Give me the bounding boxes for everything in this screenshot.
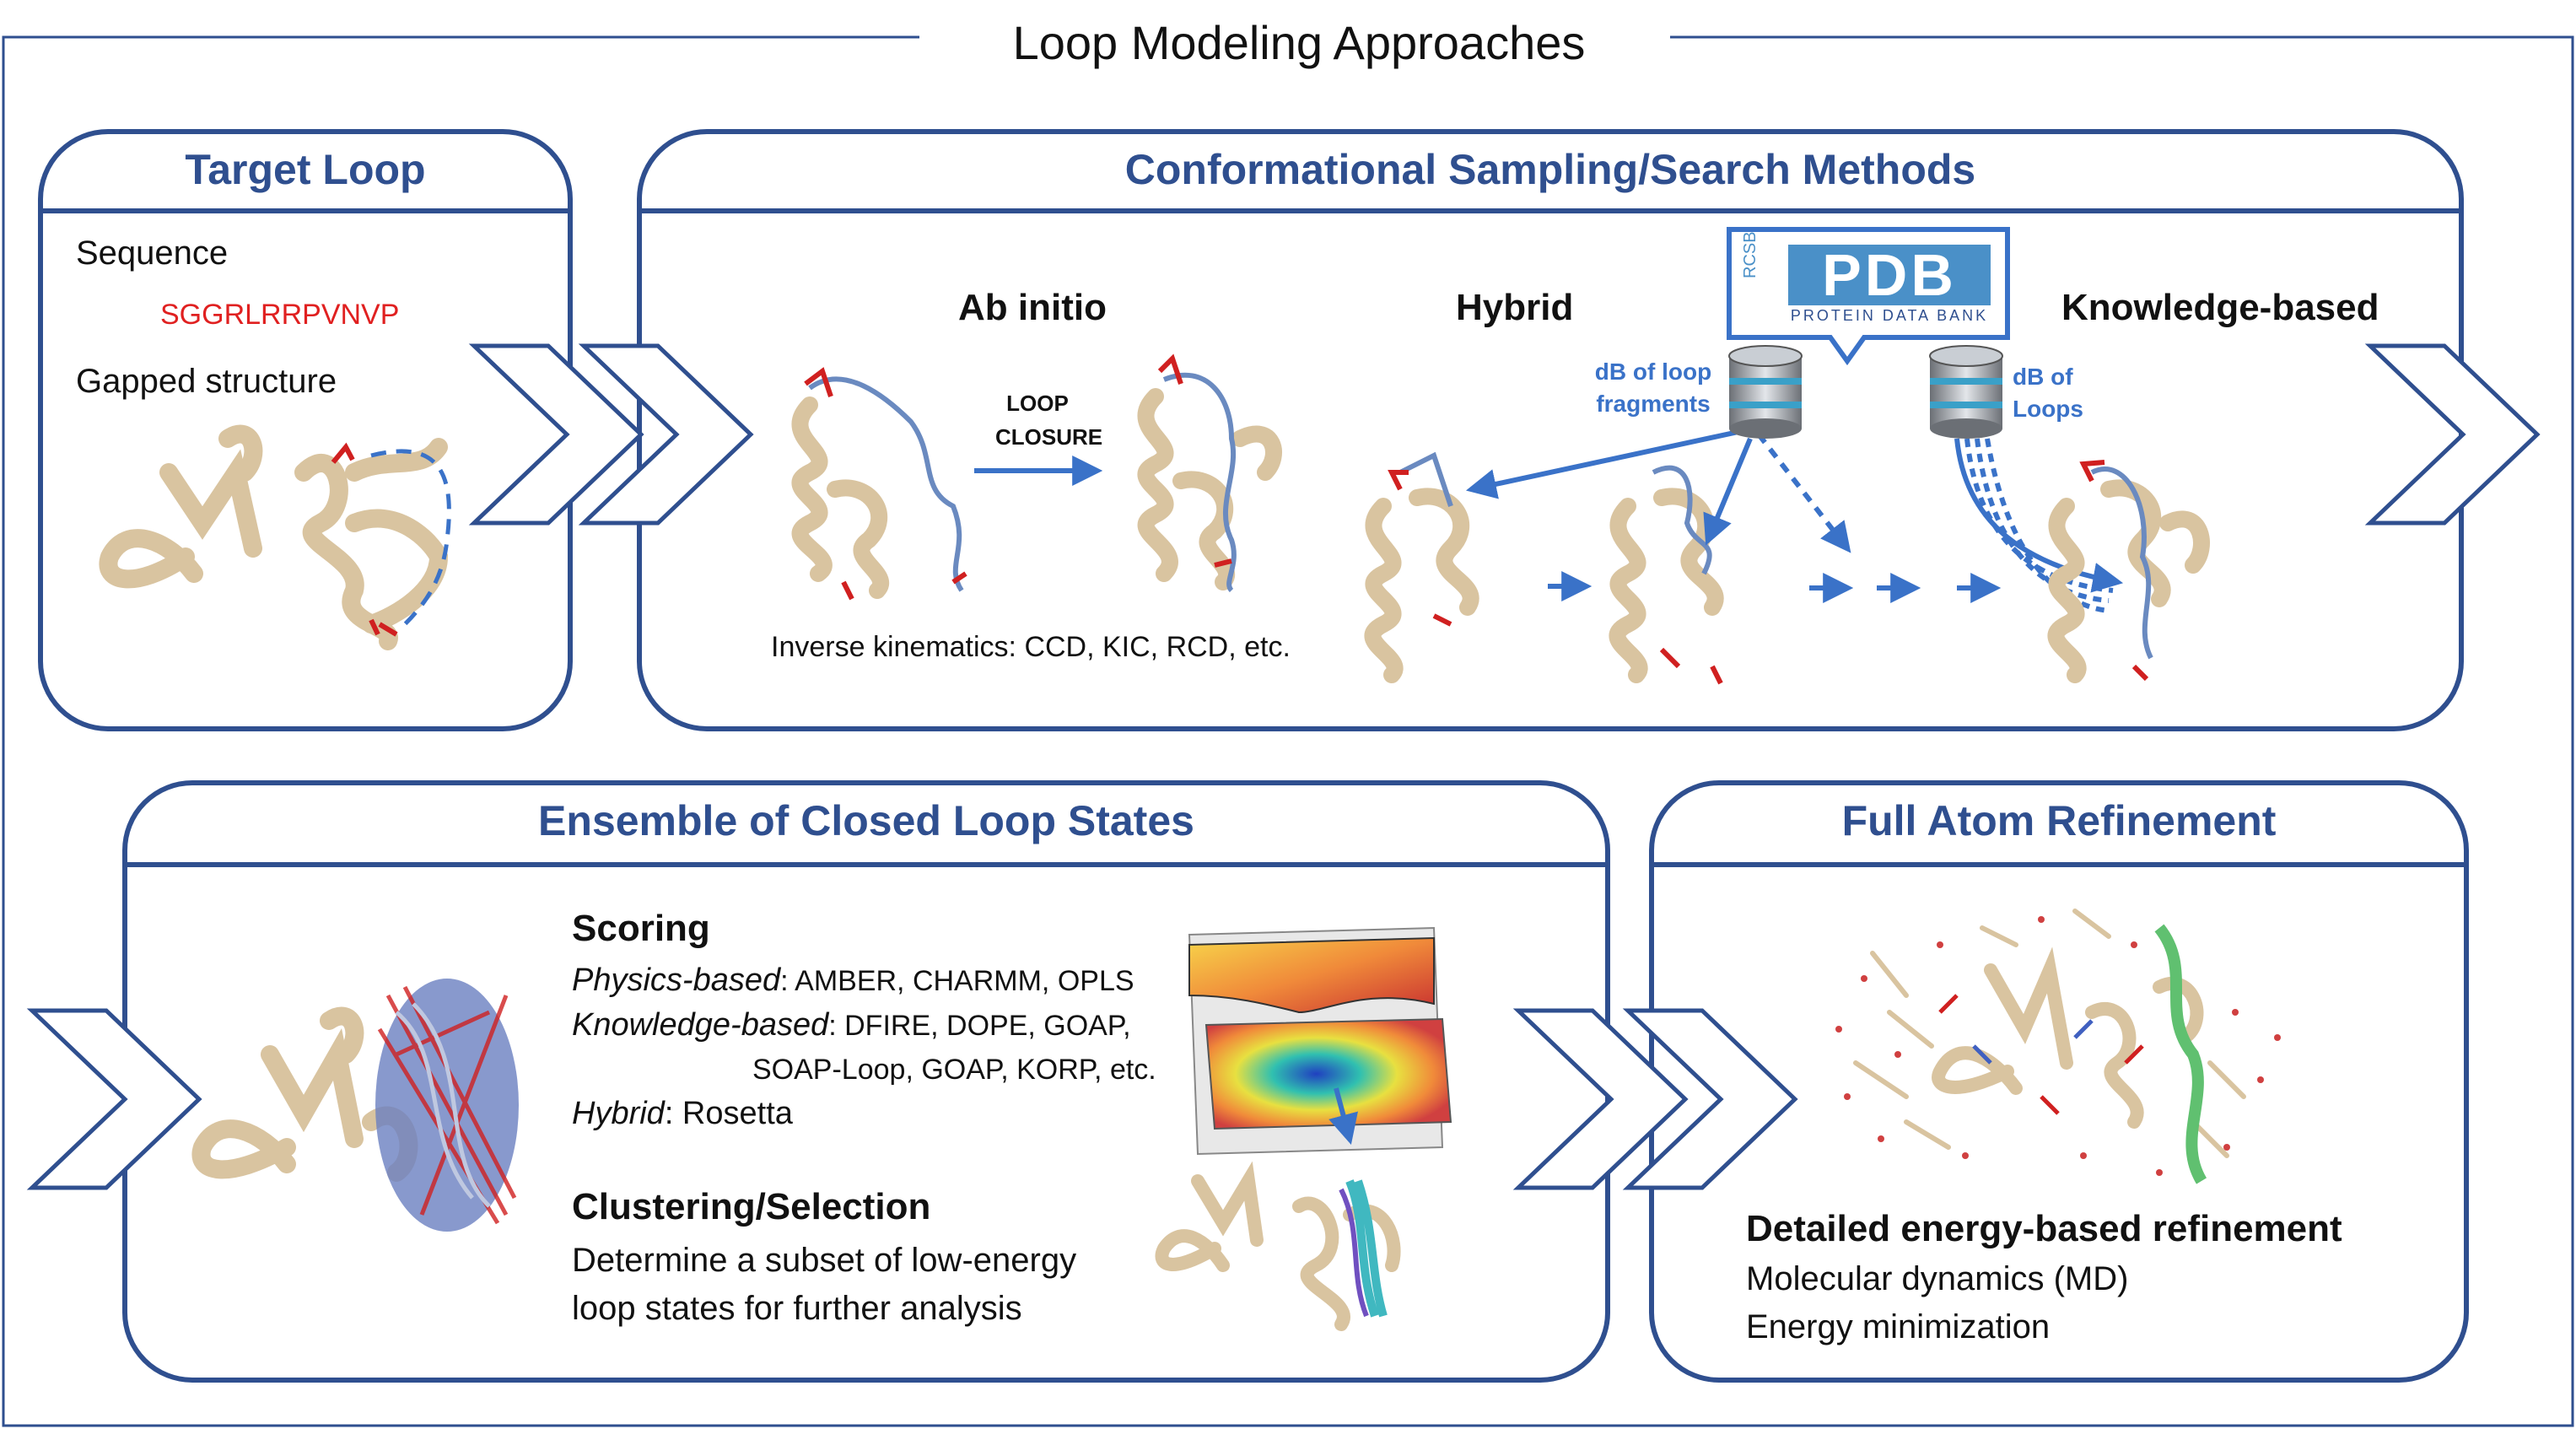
refinement-heading: Detailed energy-based refinement — [1746, 1208, 2342, 1249]
hybrid-structure-2 — [1609, 488, 1724, 683]
energy-landscape-plot — [1188, 926, 1452, 1156]
db-loops-line1: dB of — [2013, 364, 2073, 390]
db-loops-label: dB of Loops — [2013, 361, 2083, 425]
hybrid-label: Hybrid — [1456, 287, 1574, 328]
pdb-subtitle: PROTEIN DATA BANK — [1790, 307, 1989, 324]
target-loop-title: Target Loop — [185, 146, 426, 193]
ab-initio-structure-right — [1137, 388, 1282, 590]
sequence-label: Sequence — [76, 235, 229, 272]
chevron-arrow-icon — [468, 343, 644, 526]
physics-value: : AMBER, CHARMM, OPLS — [780, 965, 1134, 997]
hybrid-structure-1 — [1364, 488, 1479, 683]
database-icon — [1728, 345, 1803, 439]
chevron-arrow-icon — [1512, 1008, 1689, 1190]
scoring-list: Physics-based: AMBER, CHARMM, OPLS Knowl… — [572, 958, 1156, 1135]
refinement-text: Molecular dynamics (MD) Energy minimizat… — [1746, 1255, 2128, 1351]
scoring-heading: Scoring — [572, 908, 710, 949]
clustering-text: Determine a subset of low-energy loop st… — [572, 1237, 1076, 1333]
db-loops-line2: Loops — [2013, 396, 2083, 422]
knowledge-row: Knowledge-based: DFIRE, DOPE, GOAP, — [572, 1003, 1156, 1048]
gapped-protein-structure — [99, 424, 449, 650]
loop-closure-label: LOOP CLOSURE — [995, 386, 1103, 454]
clustering-line2: loop states for further analysis — [572, 1290, 1022, 1327]
db-frag-line1: dB of loop — [1594, 359, 1712, 385]
loop-ensemble-cluster — [375, 979, 519, 1232]
refined-loop — [2154, 924, 2207, 1184]
pdb-logo-text: PDB — [1822, 242, 1957, 308]
gapped-structure-label: Gapped structure — [76, 363, 337, 400]
knowledge-based-label: Knowledge-based — [2061, 287, 2379, 328]
database-icon — [1929, 345, 2003, 439]
db-loop-fragments-label: dB of loop fragments — [1586, 356, 1721, 420]
pdb-rcsb-text: RCSB — [1741, 231, 1760, 278]
hybrid-row: Hybrid: Rosetta — [572, 1092, 1156, 1135]
chevron-arrow-icon — [1622, 1008, 1798, 1190]
refined-protein — [1853, 909, 2246, 1158]
physics-row: Physics-based: AMBER, CHARMM, OPLS — [572, 958, 1156, 1003]
pdb-logo — [1727, 227, 2010, 366]
knowledge-label: Knowledge-based — [572, 1007, 829, 1043]
refinement-line2: Energy minimization — [1746, 1308, 2051, 1345]
ab-initio-structure-left — [791, 396, 890, 599]
chevron-arrow-icon — [26, 1008, 202, 1190]
sequence-value: SGGRLRRPVNVP — [160, 299, 400, 331]
loop-sticks — [808, 376, 964, 592]
db-frag-line2: fragments — [1596, 391, 1711, 417]
chevron-arrow-icon — [578, 343, 754, 526]
physics-label: Physics-based — [572, 963, 781, 998]
ensemble-title: Ensemble of Closed Loop States — [538, 797, 1194, 844]
refinement-line1: Molecular dynamics (MD) — [1746, 1260, 2129, 1297]
ab-initio-label: Ab initio — [958, 287, 1107, 328]
clustering-line1: Determine a subset of low-energy — [572, 1242, 1077, 1279]
knowledge-value: : DFIRE, DOPE, GOAP, — [828, 1010, 1131, 1042]
figure-title: Loop Modeling Approaches — [928, 15, 1670, 70]
clustering-heading: Clustering/Selection — [572, 1186, 931, 1227]
loop-closure-line1: LOOP — [1006, 391, 1069, 416]
inverse-kinematics-text: Inverse kinematics: CCD, KIC, RCD, etc. — [771, 631, 1291, 663]
loop-closure-line2: CLOSURE — [995, 424, 1103, 450]
solvent-dots — [1835, 916, 2281, 1176]
missing-loop-dashed — [370, 449, 451, 626]
hybrid-score-value: : Rosetta — [664, 1096, 793, 1131]
knowledge-structure — [2047, 479, 2210, 683]
target-loop-panel — [38, 129, 573, 731]
refinement-title: Full Atom Refinement — [1841, 797, 2277, 844]
outer-frame — [2, 35, 2574, 1427]
sampling-title: Conformational Sampling/Search Methods — [1124, 146, 1976, 193]
knowledge-value-cont: SOAP-Loop, GOAP, KORP, etc. — [752, 1054, 1156, 1086]
hybrid-score-label: Hybrid — [572, 1096, 665, 1131]
chevron-arrow-icon — [2364, 343, 2541, 526]
